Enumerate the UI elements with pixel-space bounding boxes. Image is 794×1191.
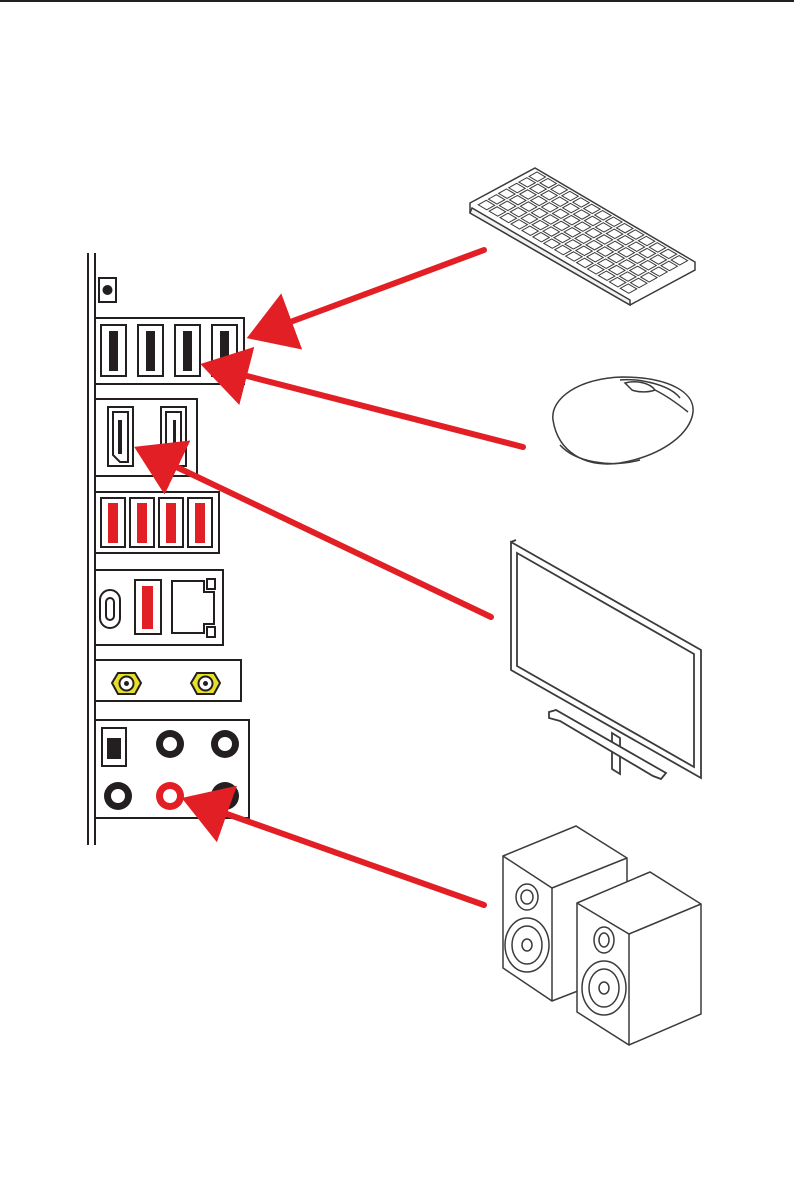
usb-c-lan-port-group: [95, 570, 223, 645]
speaker-right-icon: [577, 872, 701, 1045]
antenna-icon[interactable]: [112, 673, 141, 694]
displayport-icon[interactable]: [161, 407, 186, 466]
speakers-icon: [503, 826, 701, 1045]
audio-jack-icon[interactable]: [156, 730, 184, 758]
usb-port-icon[interactable]: [159, 498, 183, 547]
audio-jack-icon[interactable]: [211, 782, 239, 810]
keyboard-icon: [470, 168, 695, 305]
audio-jack-icon[interactable]: [104, 782, 132, 810]
audio-jack-group: [95, 720, 249, 818]
usb-port-icon[interactable]: [175, 325, 200, 376]
usb-port-icon[interactable]: [101, 498, 125, 547]
usb-port-icon[interactable]: [138, 325, 163, 376]
usb-port-icon[interactable]: [188, 498, 212, 547]
usb-port-icon[interactable]: [101, 325, 126, 376]
antenna-icon[interactable]: [191, 673, 220, 694]
usb-c-icon[interactable]: [100, 590, 120, 628]
audio-line-out-jack-icon[interactable]: [156, 782, 184, 810]
audio-jack-icon[interactable]: [211, 730, 239, 758]
usb-port-icon[interactable]: [130, 498, 154, 547]
optical-spdif-icon[interactable]: [102, 728, 126, 766]
mouse-icon: [553, 377, 693, 464]
video-port-group: [95, 399, 197, 476]
arrow-keyboard-to-usb: [258, 250, 484, 334]
io-panel: [88, 253, 249, 845]
hdmi-icon[interactable]: [108, 407, 133, 466]
usb-black-port-group: [95, 318, 244, 384]
wifi-antenna-group: [95, 660, 241, 701]
clear-cmos-button-icon[interactable]: [99, 278, 116, 302]
usb-red-port-group: [95, 492, 219, 553]
arrow-speakers-to-audio: [193, 802, 484, 905]
arrow-mouse-to-usb: [212, 367, 523, 447]
usb-port-icon[interactable]: [135, 580, 161, 634]
monitor-icon: [511, 540, 701, 779]
rj45-icon[interactable]: [172, 579, 215, 637]
